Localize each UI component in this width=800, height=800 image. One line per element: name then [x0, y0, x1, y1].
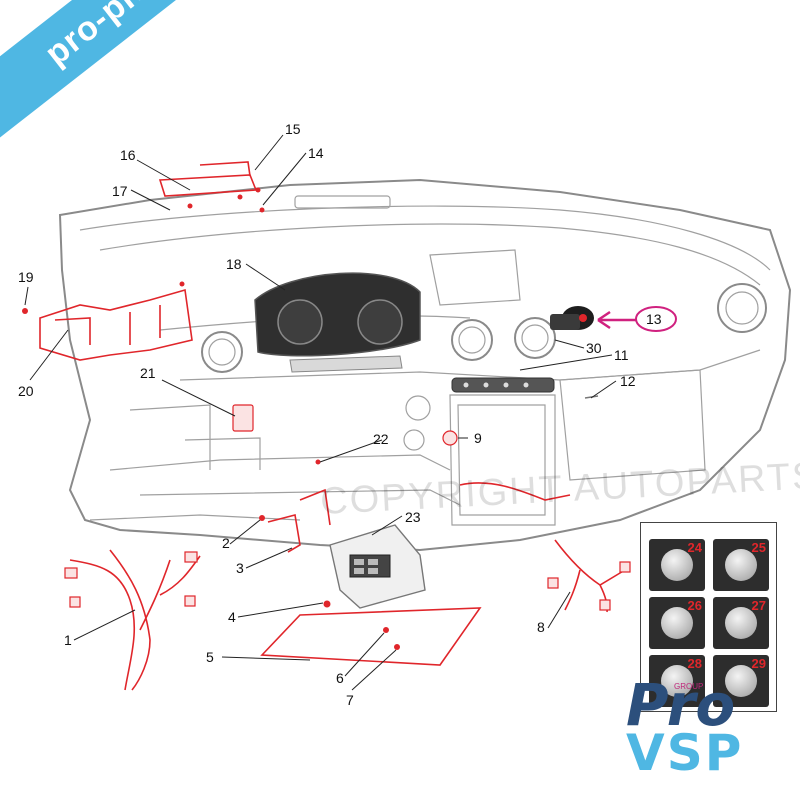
callout-17: 17	[112, 183, 128, 199]
instrument-cluster	[254, 272, 421, 373]
switch-29: 29	[713, 655, 769, 707]
logo-tag: GROUP	[674, 682, 704, 691]
switch-label: 24	[687, 540, 702, 555]
callout-9: 9	[474, 430, 482, 446]
switch-label: 25	[751, 540, 766, 555]
air-vents	[201, 283, 767, 373]
switch-knob	[725, 549, 757, 581]
switch-28: 28	[649, 655, 705, 707]
switch-label: 29	[751, 656, 766, 671]
callout-20: 20	[18, 383, 34, 399]
callout-23: 23	[405, 509, 421, 525]
provsp-logo: Pro GROUP VSP	[622, 676, 772, 786]
switch-knob	[661, 607, 693, 639]
switch-strip	[451, 377, 555, 393]
callout-12: 12	[620, 373, 636, 389]
callout-13: 13	[646, 311, 662, 327]
callout-3: 3	[236, 560, 244, 576]
callout-14: 14	[308, 145, 324, 161]
callout-19: 19	[18, 269, 34, 285]
callout-7: 7	[346, 692, 354, 708]
logo-line-2: VSP	[626, 724, 744, 782]
callout-4: 4	[228, 609, 236, 625]
rotary-switch	[550, 306, 594, 330]
switch-label: 27	[751, 598, 766, 613]
leader-lines	[24, 134, 677, 691]
callout-11: 11	[614, 347, 629, 363]
callout-15: 15	[285, 121, 301, 137]
switch-panel: 24 25 26 27 28 29	[640, 522, 777, 712]
switch-knob	[661, 549, 693, 581]
callout-1: 1	[64, 632, 72, 648]
switch-27: 27	[713, 597, 769, 649]
switch-knob	[661, 665, 693, 697]
switch-knob	[725, 607, 757, 639]
switch-26: 26	[649, 597, 705, 649]
switch-25: 25	[713, 539, 769, 591]
switch-24: 24	[649, 539, 705, 591]
switch-label: 26	[687, 598, 702, 613]
callout-2: 2	[222, 535, 230, 551]
switch-label: 28	[687, 656, 702, 671]
dashboard-outline	[58, 178, 792, 552]
callout-18: 18	[226, 256, 242, 272]
callout-5: 5	[206, 649, 214, 665]
callout-16: 16	[120, 147, 136, 163]
logo-line-1: Pro	[626, 671, 736, 739]
callout-8: 8	[537, 619, 545, 635]
callout-30: 30	[586, 340, 602, 356]
callout-21: 21	[140, 365, 156, 381]
switch-knob	[725, 665, 757, 697]
red-parts	[22, 161, 631, 691]
callout-6: 6	[336, 670, 344, 686]
fuse-box	[329, 524, 426, 609]
callout-22: 22	[373, 431, 389, 447]
